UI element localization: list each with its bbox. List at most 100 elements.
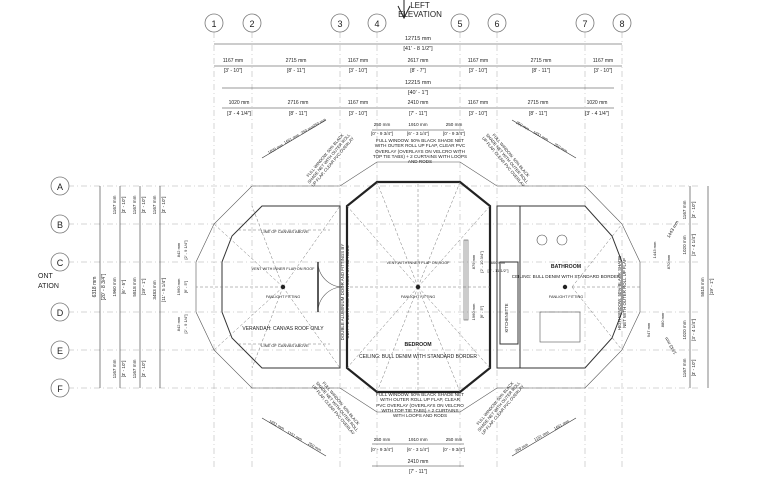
top-dimensions: 12715 mm [41' - 8 1/2"] 1167 mm [3' - 10… [214, 36, 622, 136]
dim-s6: 2715 mm [528, 100, 549, 106]
dim-s3: 1167 mm [348, 100, 368, 106]
grid-bubble-6 [487, 13, 507, 33]
canvas-line-bottom: LINE OF CANVAS ABOVE [261, 343, 309, 348]
room-bathroom: BATHROOM [551, 264, 581, 270]
grid-bubble-a [50, 176, 70, 196]
diag-tr-1: 250 mm [515, 120, 531, 132]
dim-left-c2a: 1167 mm [132, 195, 137, 214]
dim-t6: 2715 mm [531, 58, 552, 64]
section-marker-line2: ELEVATION [398, 10, 442, 19]
left-dim-a: 842 mm [176, 242, 181, 257]
grid-bubble-8 [612, 13, 632, 33]
grid-bubble-5 [450, 13, 470, 33]
dim-bot-1: 250 mm [374, 437, 391, 442]
dim-left-c3b: 1167 mm [152, 195, 157, 214]
grid-label-4: 4 [374, 19, 379, 29]
dim-t2-imp: [8' - 11"] [287, 68, 306, 74]
section-marker: LEFT ELEVATION [397, 0, 442, 20]
diag-bl-3: 250 mm [307, 441, 323, 453]
dim-t3-imp: [3' - 10"] [349, 68, 368, 74]
diag-tl-2: 1651 mm [283, 132, 301, 145]
dim-b1: 250 mm [374, 122, 391, 127]
dim-left-c3a: 3483 mm [152, 280, 157, 299]
left-dim-b: 1960 mm [176, 278, 181, 295]
dim-t3: 1167 mm [348, 58, 368, 64]
dim-t4: 2617 mm [408, 58, 429, 64]
diag-tl-1: 1020 mm [267, 142, 285, 155]
dim-left-c2a-imp: [3' - 10"] [141, 197, 146, 214]
grid-bubble-b [50, 214, 70, 234]
center-side-dim-b: [6' - 5"] [479, 306, 484, 318]
grid-label-1: 1 [211, 19, 216, 29]
grid-label-3: 3 [337, 19, 342, 29]
edge-label-top: ONT [38, 273, 54, 280]
edge-label-bottom: ATION [38, 283, 59, 290]
room-labels: BEDROOM CEILING: BULL DENIM WITH STANDAR… [176, 229, 621, 360]
note-door-left: DOUBLE ALUMINIUM DOOR AND FITTINGS BY CB… [340, 244, 350, 341]
grid-bubble-d [50, 302, 70, 322]
section-marker-line1: LEFT [410, 1, 430, 10]
dim-t1: 1167 mm [223, 58, 243, 64]
diag-br-3: 1651 mm [553, 418, 571, 431]
left-dim-c: 842 mm [176, 316, 181, 331]
grid-label-7: 7 [582, 19, 587, 29]
note-window-bottom: FULL WINDOW. 50% BLACK SHADE NET WITH OU… [376, 392, 464, 418]
note-diag-br: FULL WINDOW. 50% BLACK SHADE NET WITH OU… [475, 380, 524, 435]
diag-bl-2: 1151 mm [286, 429, 303, 442]
grid-bubble-f [50, 378, 70, 398]
grid-label-8: 8 [619, 19, 624, 29]
note-diag-bl: FULL WINDOW. 50% BLACK SHADE NET WITH OU… [311, 380, 360, 435]
dim-left-c2c: 1167 mm [132, 359, 137, 378]
dim-t7-imp: [3' - 10"] [594, 68, 613, 74]
fanlight-left: FANLIGHT FITTING [266, 295, 300, 299]
note-window-top: FULL WINDOW. 50% BLACK SHADE NET WITH OU… [373, 138, 467, 164]
dim-right-1-imp: [3' - 10"] [691, 202, 696, 219]
grid-label-d: D [57, 308, 64, 318]
dim-s2: 2716 mm [288, 100, 309, 106]
dim-s5: 1167 mm [468, 100, 488, 106]
vent-left: VENT WITH INNER FLAP ON ROOF [252, 267, 316, 271]
dim-left-c2b-imp: [19' - 1"] [141, 279, 146, 296]
dim-b3-imp: [0' - 9 3/4"] [443, 131, 465, 136]
center-side-dim-a: [2' - 10 3/4"] [479, 251, 484, 272]
grid-columns: 1 2 3 4 5 6 7 8 [204, 13, 632, 470]
dim-t1-imp: [3' - 10"] [224, 68, 243, 74]
room-verandah: VERANDAH: CANVAS ROOF ONLY [242, 326, 324, 332]
diag-tr-3: 250 mm [553, 142, 569, 154]
dim-bot-3: 250 mm [446, 437, 463, 442]
dim-s2-imp: [8' - 11"] [289, 111, 308, 117]
grid-label-c: C [57, 258, 64, 268]
dim-right-2-imp: [3' - 4 1/4"] [691, 234, 696, 256]
dim-overall: 12715 mm [405, 36, 431, 42]
dim-right-overall-imp: [19' - 1"] [709, 279, 714, 296]
dim-bot-overall: 2410 mm [408, 459, 429, 465]
room-bedroom-ceiling: CEILING: BULL DENIM WITH STANDARD BORDER [359, 354, 477, 360]
building-outline [195, 161, 641, 413]
fanlight-bath: FANLIGHT FITTING [549, 295, 583, 299]
dim-s3-imp: [3' - 10"] [349, 111, 368, 117]
dim-left-c1b-imp: [6' - 5"] [121, 280, 126, 294]
grid-label-2: 2 [249, 19, 254, 29]
dim-s4: 2410 mm [408, 100, 429, 106]
grid-label-e: E [57, 346, 63, 356]
vent-center: VENT WITH INNER FLAP ON ROOF [387, 261, 451, 265]
bedroom-dim-b: 1960 mm [471, 303, 476, 320]
right-dimensions: 1167 mm [3' - 10"] 1020 mm [3' - 4 1/4"]… [664, 186, 714, 388]
dim-left-c3b-imp: [3' - 10"] [161, 197, 166, 214]
diag-bl-1: 1651 mm [268, 418, 286, 431]
dim-bot-overall-imp: [7' - 11"] [409, 469, 428, 475]
bedroom-dim-a: 879 mm [471, 254, 476, 269]
grid-label-a: A [57, 182, 63, 192]
dim-bot-1-imp: [0' - 9 3/4"] [371, 447, 393, 452]
grid-bubble-3 [330, 13, 350, 33]
dim-b2-imp: [6' - 3 1/4"] [407, 131, 429, 136]
left-dim-c-imp: [2' - 9 1/4"] [183, 314, 188, 333]
grid-bubble-c [50, 252, 70, 272]
diag-br-1: 250 mm [514, 442, 530, 454]
notes: FULL WINDOW. 50% BLACK SHADE NET WITH OU… [261, 117, 671, 457]
dim-left-c1c-imp: [3' - 10"] [121, 361, 126, 378]
grid-label-6: 6 [494, 19, 499, 29]
dim-left-c1c: 1167 mm [112, 359, 117, 378]
dim-bot-3-imp: [0' - 9 3/4"] [443, 447, 465, 452]
